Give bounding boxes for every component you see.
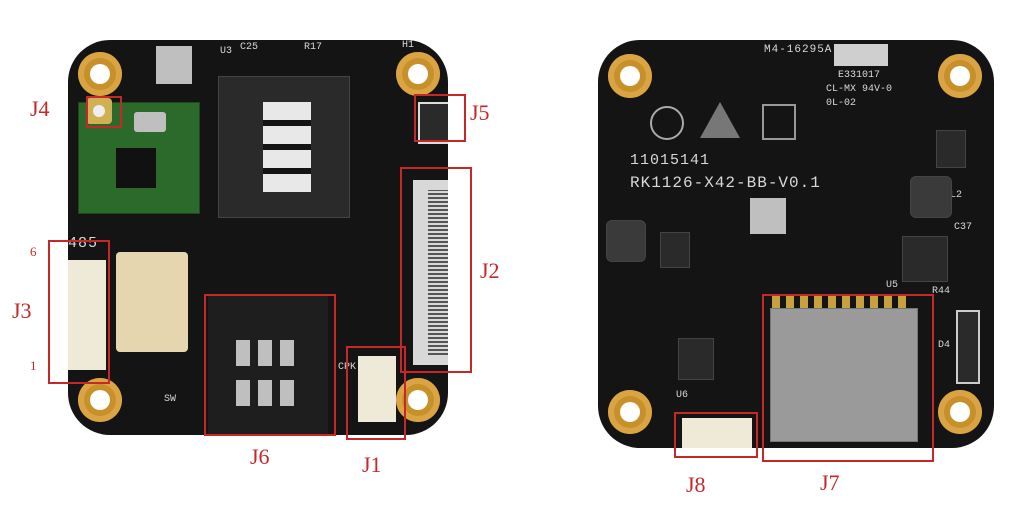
j8-label: J8 (686, 472, 706, 497)
j1-outline (346, 346, 406, 440)
j7-outline (762, 294, 934, 462)
silk-r17: R17 (304, 42, 323, 53)
antenna-connector-center (93, 105, 105, 117)
pcb-front: 485 H1 U3 C25 R17 CPK SW (68, 40, 448, 435)
j3-label: J3 (12, 298, 32, 323)
power-connector (358, 356, 396, 422)
j5-component (418, 102, 448, 144)
j8-connector (682, 418, 752, 448)
silk-cert: CL-MX 94V-0 (826, 84, 893, 95)
silk-u5: U5 (886, 280, 899, 291)
ic-u5 (902, 236, 948, 282)
silk-c25: C25 (240, 42, 259, 53)
shield-pad (156, 46, 192, 84)
sim-pad-5 (258, 380, 272, 406)
j2-outline (400, 167, 472, 373)
sim-pad-3 (280, 340, 294, 366)
soc-center-pads (263, 102, 311, 192)
ic-u2 (936, 130, 966, 168)
relay (116, 252, 188, 352)
silk-r44: R44 (932, 286, 951, 297)
j5-outline (414, 94, 466, 142)
mount-hole-br (396, 378, 440, 422)
weee-icon (762, 104, 796, 140)
silk-model: RK1126-X42-BB-V0.1 (630, 174, 821, 192)
j4-outline (86, 96, 122, 128)
j5-label: J5 (470, 100, 490, 125)
j4-label: J4 (30, 96, 50, 121)
sd-card-slot (770, 308, 918, 442)
mount-hole-bl (78, 378, 122, 422)
silk-u3: U3 (220, 46, 233, 57)
j3-pin1-label: 1 (30, 358, 37, 373)
module-crystal (134, 112, 166, 132)
j6-label: J6 (250, 444, 270, 469)
j1-label: J1 (362, 452, 382, 477)
j8-outline (674, 412, 758, 458)
diode-d4 (956, 310, 980, 384)
mount-hole-tl-back (608, 54, 652, 98)
j3-pin6-label: 6 (30, 244, 37, 259)
silk-d4: D4 (938, 340, 951, 351)
sd-slot-contacts (772, 296, 912, 308)
inductor-left (606, 220, 646, 262)
sim-pad-2 (258, 340, 272, 366)
mount-hole-br-back (938, 390, 982, 434)
silk-c37: C37 (954, 222, 973, 233)
back-label-pad (834, 44, 888, 66)
triangle-icon (700, 102, 740, 138)
sim-pad-1 (236, 340, 250, 366)
j7-label: J7 (820, 470, 840, 495)
mount-hole-bl-back (608, 390, 652, 434)
mount-hole-tr-back (938, 54, 982, 98)
silk-serial: 11015141 (630, 152, 711, 169)
silk-ul: E331017 (838, 70, 881, 81)
j2-label: J2 (480, 258, 500, 283)
pcb-back: M4-16295A E331017 CL-MX 94V-0 0L-02 1101… (598, 40, 994, 448)
sim-pad-4 (236, 380, 250, 406)
sim-pad-6 (280, 380, 294, 406)
j6-outline (204, 294, 336, 436)
silk-l2: L2 (950, 190, 963, 201)
back-center-pad (750, 198, 786, 234)
rs485-connector (68, 260, 106, 370)
mount-hole-tl (78, 52, 122, 96)
silk-u6: U6 (676, 390, 689, 401)
fpc-slot (428, 190, 448, 355)
silk-lot: M4-16295A (764, 44, 833, 56)
mount-hole-tr (396, 52, 440, 96)
inductor-right (910, 176, 952, 218)
j3-outline (48, 240, 110, 384)
silk-485: 485 (68, 235, 99, 252)
ic-u6 (678, 338, 714, 380)
pb-free-icon (650, 106, 684, 140)
silk-h1: H1 (402, 40, 415, 51)
module-chip (116, 148, 156, 188)
silk-sw: SW (164, 394, 177, 405)
ic-u1 (660, 232, 690, 268)
silk-date: 0L-02 (826, 98, 857, 109)
